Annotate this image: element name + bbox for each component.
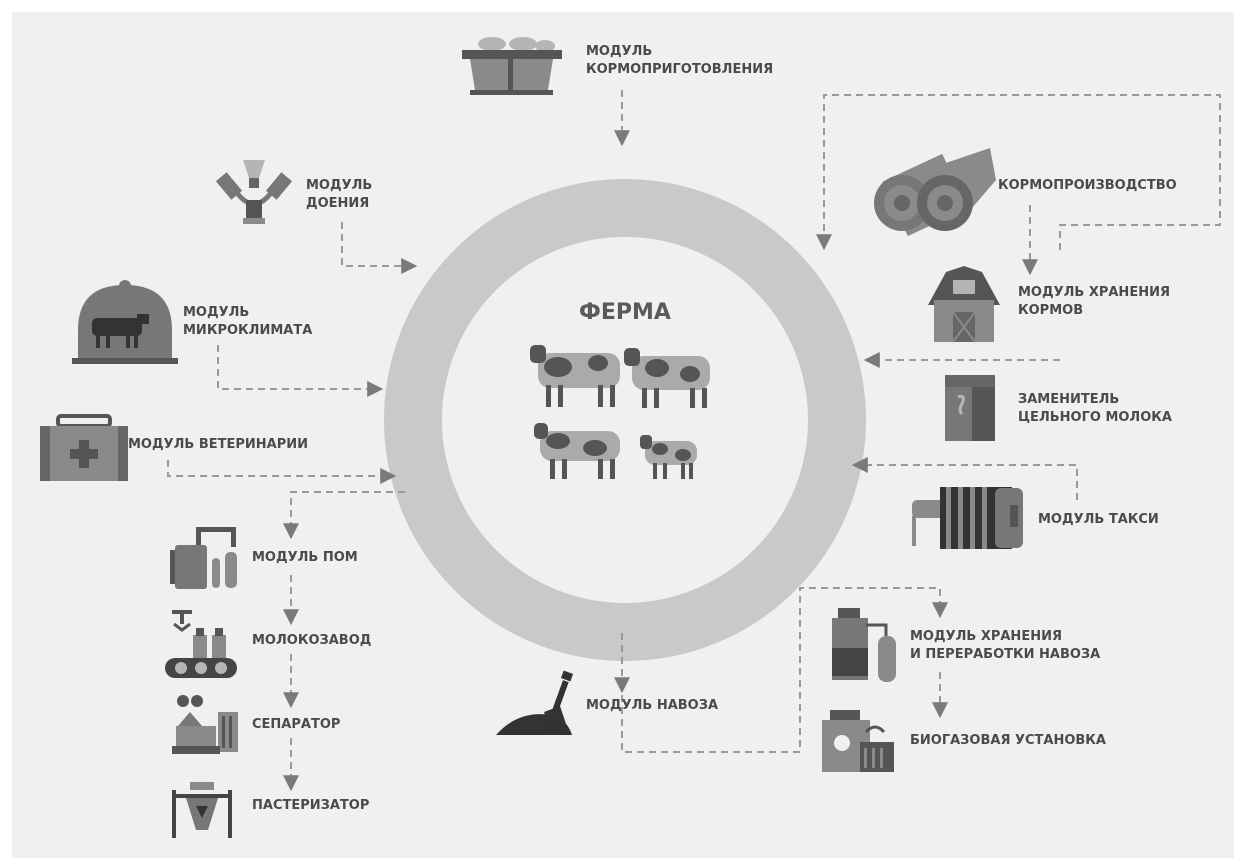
label-dairy-plant: МОЛОКОЗАВОД bbox=[252, 633, 372, 648]
farm-ring bbox=[384, 179, 866, 661]
milk-carton-icon bbox=[945, 375, 995, 441]
diagram-background bbox=[12, 12, 1234, 858]
feed-trough-icon bbox=[462, 37, 562, 95]
pump-icon bbox=[170, 527, 237, 589]
connector-milking bbox=[341, 222, 418, 274]
label-manure-storage: МОДУЛЬ ХРАНЕНИЯ И ПЕРЕРАБОТКИ НАВОЗА bbox=[910, 629, 1101, 662]
connector-veterinary bbox=[167, 460, 397, 484]
cows-icon bbox=[530, 345, 710, 479]
hay-rolls-icon bbox=[874, 148, 996, 237]
conveyor-bottles-icon bbox=[165, 610, 237, 678]
connector-feed-production bbox=[816, 94, 1221, 251]
connector-microclimate bbox=[217, 345, 384, 397]
biogas-unit-icon bbox=[822, 710, 894, 772]
cow-stall-icon bbox=[912, 487, 1023, 549]
farm-title: ФЕРМА bbox=[579, 300, 671, 325]
label-pom: МОДУЛЬ ПОМ bbox=[252, 550, 358, 565]
milking-machine-icon bbox=[215, 160, 293, 224]
pasteurizer-tank-icon bbox=[172, 782, 232, 838]
separator-machine-icon bbox=[172, 695, 238, 754]
label-biogas: БИОГАЗОВАЯ УСТАНОВКА bbox=[910, 733, 1106, 748]
label-pasteurizer: ПАСТЕРИЗАТОР bbox=[252, 798, 370, 813]
connector-manure-storage bbox=[621, 587, 948, 753]
label-milking: МОДУЛЬ ДОЕНИЯ bbox=[306, 178, 373, 211]
manure-tank-icon bbox=[832, 608, 896, 682]
label-manure: МОДУЛЬ НАВОЗА bbox=[586, 698, 719, 713]
label-feed-prep: МОДУЛЬ КОРМОПРИГОТОВЛЕНИЯ bbox=[586, 44, 774, 77]
label-separator: СЕПАРАТОР bbox=[252, 717, 341, 732]
connector-taxi bbox=[851, 457, 1078, 500]
barn-icon bbox=[928, 266, 1000, 343]
connectors bbox=[167, 90, 1221, 792]
label-milk-replacer: ЗАМЕНИТЕЛЬ ЦЕЛЬНОГО МОЛОКА bbox=[1018, 392, 1172, 425]
connector-to-pom bbox=[283, 491, 405, 540]
label-feed-storage: МОДУЛЬ ХРАНЕНИЯ КОРМОВ bbox=[1018, 285, 1170, 318]
shovel-icon bbox=[496, 670, 574, 735]
cow-dome-icon bbox=[72, 280, 178, 364]
label-microclimate: МОДУЛЬ МИКРОКЛИМАТА bbox=[183, 305, 313, 338]
medical-kit-icon bbox=[40, 414, 128, 481]
label-veterinary: МОДУЛЬ ВЕТЕРИНАРИИ bbox=[128, 437, 308, 452]
label-taxi: МОДУЛЬ ТАКСИ bbox=[1038, 512, 1159, 527]
label-feed-production: КОРМОПРОИЗВОДСТВО bbox=[998, 178, 1177, 193]
